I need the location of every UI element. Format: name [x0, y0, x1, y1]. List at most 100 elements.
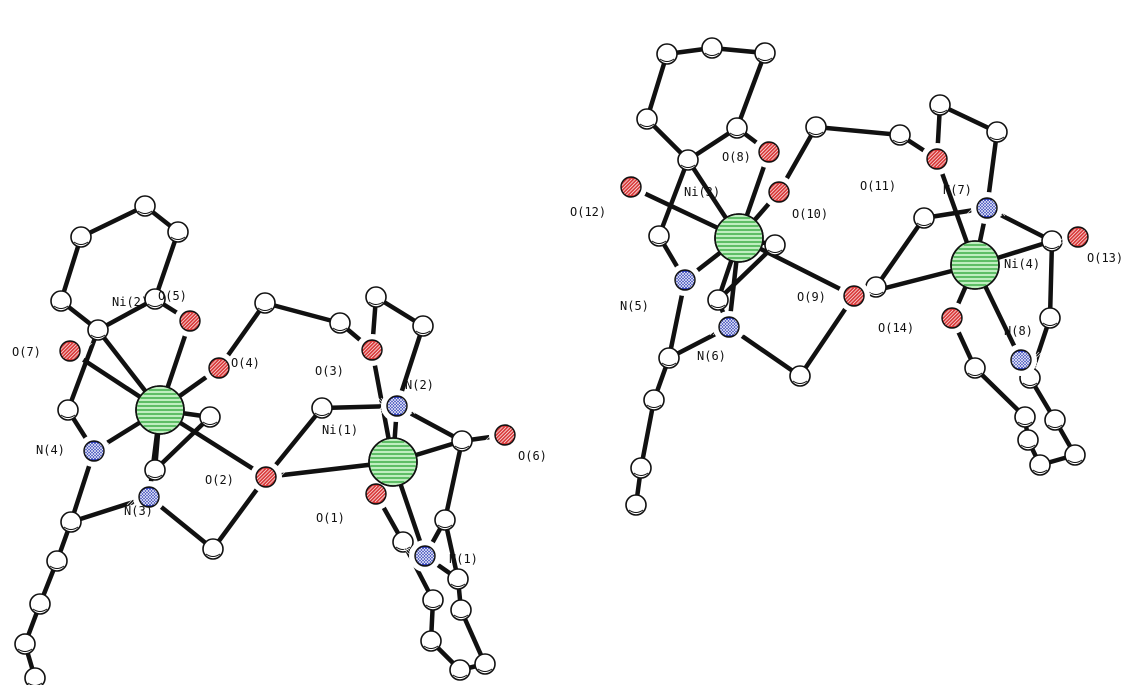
label-o11: O(11): [860, 179, 896, 193]
oxygen-atom-o8: [746, 136, 792, 168]
bond-m23-m25: [972, 365, 1028, 420]
carbon-atom-c28: [474, 653, 496, 675]
oxygen-atom-o11: [914, 143, 960, 175]
nickel-atom-ni1: [368, 437, 418, 487]
carbon-atom-c13: [14, 633, 36, 655]
carbon-atom-c6: [87, 319, 109, 341]
bond-c9-c8: [152, 414, 213, 473]
carbon-atom-m23: [964, 357, 986, 379]
oxygen-atom-o10: [756, 176, 802, 208]
carbon-atom-c23: [392, 531, 414, 553]
label-n8: N(8): [1004, 324, 1033, 338]
carbon-atom-c8: [199, 406, 221, 428]
nitrogen-atom-n8: [998, 344, 1043, 376]
label-o10: O(10): [792, 207, 828, 221]
nitrogen-atom-n1: [402, 540, 447, 572]
carbon-atom-m25: [1014, 406, 1036, 428]
nickel-atom-ni4: [950, 240, 1000, 290]
bond-c6-c5: [95, 296, 158, 333]
nitrogen-atom-n3: [126, 481, 171, 513]
carbon-atom-m6: [677, 149, 699, 171]
oxygen-atom-o7: [47, 335, 93, 367]
carbon-atom-c7: [57, 399, 79, 421]
nickel-atom-ni2: [135, 385, 185, 435]
bond-c1-c3: [78, 203, 148, 240]
nitrogen-atom-n5: [662, 264, 707, 296]
carbon-atom-c19: [412, 315, 434, 337]
label-ni4: Ni(4): [1004, 257, 1040, 271]
oxygen-atom-o9: [831, 280, 877, 312]
carbon-atom-m13: [625, 494, 647, 516]
label-n2: N(2): [405, 378, 434, 392]
nickel-atom-ni3: [714, 213, 764, 263]
carbon-atom-m4: [636, 108, 658, 130]
label-ni2: Ni(2): [112, 295, 148, 309]
label-o8: O(8): [722, 150, 751, 164]
carbon-atom-c10: [60, 511, 82, 533]
label-o14: O(14): [878, 321, 914, 335]
carbon-atom-m2: [701, 37, 723, 59]
carbon-atom-c12: [29, 593, 51, 615]
carbon-atom-c21: [451, 430, 473, 452]
carbon-atom-c16: [254, 292, 276, 314]
carbon-atom-m8: [764, 234, 786, 256]
nitrogen-atom-n4: [71, 435, 116, 467]
label-n6: N(6): [697, 349, 726, 363]
bond-m11-m12: [638, 397, 657, 471]
carbon-atom-c1: [134, 195, 156, 217]
oxygen-atom-o14: [929, 302, 975, 334]
carbon-atom-c15: [202, 538, 224, 560]
label-n7: N(7): [943, 183, 972, 197]
bond-c5-c2: [152, 229, 181, 302]
carbon-atom-m18: [986, 121, 1008, 143]
bond-m6-m7: [656, 157, 691, 239]
bond-m3-m5: [734, 50, 768, 131]
label-ni3: Ni(3): [684, 185, 720, 199]
label-o4: O(4): [231, 356, 260, 370]
carbon-atom-m29: [1029, 454, 1051, 476]
oxygen-atom-o13: [1055, 221, 1101, 253]
label-o12: O(12): [570, 205, 606, 219]
carbon-atom-c22: [434, 509, 456, 531]
carbon-atom-m17: [929, 94, 951, 116]
label-o2: O(2): [205, 473, 234, 487]
carbon-atom-c3: [70, 226, 92, 248]
carbon-atom-c11: [46, 550, 68, 572]
label-n4: N(4): [36, 443, 65, 457]
nitrogen-atom-n6: [706, 311, 751, 343]
carbon-atom-c9: [144, 459, 166, 481]
carbon-atom-m26: [1044, 409, 1066, 431]
carbon-atom-c27: [420, 630, 442, 652]
bond-m9-m8: [715, 242, 778, 303]
oxygen-atom-o5: [167, 305, 213, 337]
carbon-atom-c2: [167, 221, 189, 243]
oxygen-atom-o1: [353, 478, 399, 510]
carbon-atom-c24: [447, 568, 469, 590]
carbon-atom-m9: [707, 289, 729, 311]
carbon-atom-c25: [422, 589, 444, 611]
carbon-atom-m3: [754, 42, 776, 64]
label-o6: O(6): [518, 449, 547, 463]
bond-c6-c7: [65, 327, 101, 413]
carbon-atom-m14: [789, 365, 811, 387]
bond-m21-m22: [1047, 238, 1055, 321]
label-layer: Ni(2) O(5) O(7) O(4) O(3) N(2) Ni(1) N(4…: [12, 150, 1123, 566]
label-n5: N(5): [620, 299, 649, 313]
bond-m1-m4: [644, 51, 670, 122]
label-o1: O(1): [316, 511, 345, 525]
nitrogen-atom-n7: [964, 192, 1009, 224]
carbon-atom-m28: [1064, 444, 1086, 466]
carbon-atom-c29: [449, 659, 471, 681]
carbon-atom-m11: [643, 389, 665, 411]
carbon-atom-m20: [865, 276, 887, 298]
oxygen-atom-o6: [482, 419, 528, 451]
label-o5: O(5): [158, 289, 187, 303]
atom-layer: [14, 37, 1101, 685]
label-n3: N(3): [124, 504, 153, 518]
oxygen-atom-o4: [196, 352, 242, 384]
label-o7: O(7): [12, 345, 41, 359]
carbon-atom-c5: [144, 288, 166, 310]
bond-m15-m16: [813, 124, 903, 138]
bond-c23-c25: [400, 539, 436, 603]
